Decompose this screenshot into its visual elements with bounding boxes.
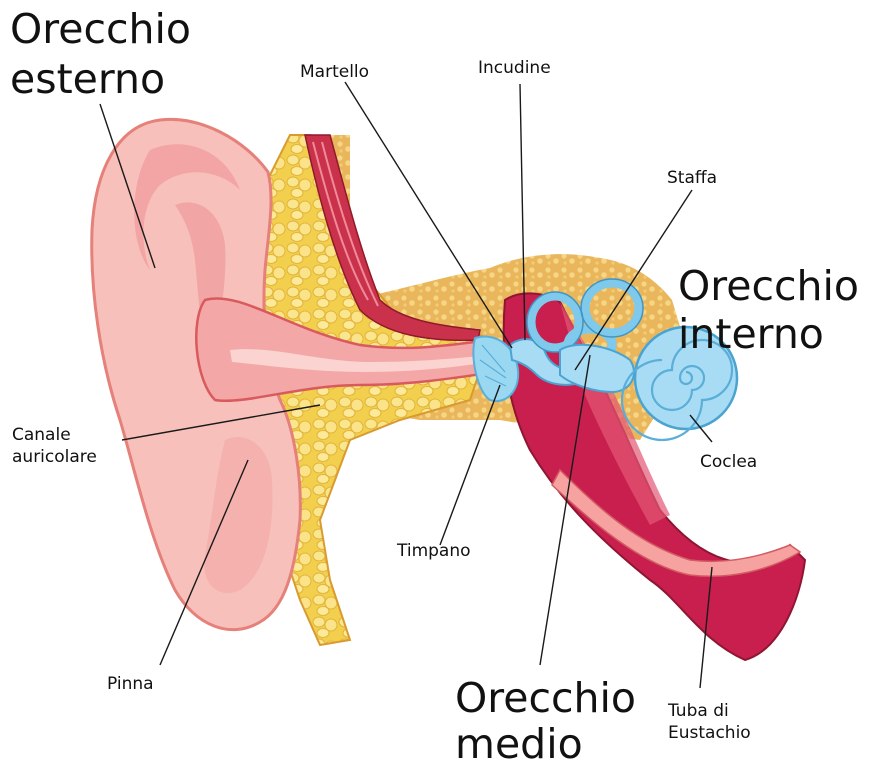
label-martello: Martello xyxy=(300,62,369,82)
region-middle-label: Orecchio medio xyxy=(455,674,636,763)
label-pinna: Pinna xyxy=(107,674,154,694)
region-outer-label: Orecchio esterno xyxy=(10,5,191,103)
label-coclea: Coclea xyxy=(700,452,757,472)
label-timpano: Timpano xyxy=(396,541,471,561)
label-tuba-line1: Tuba di xyxy=(667,701,729,721)
region-middle-line2: medio xyxy=(455,720,583,763)
region-inner-line1: Orecchio xyxy=(678,262,859,310)
label-tuba-line2: Eustachio xyxy=(668,723,751,743)
label-canale-line2: auricolare xyxy=(12,447,97,467)
label-staffa: Staffa xyxy=(667,168,717,188)
label-incudine: Incudine xyxy=(478,58,551,78)
region-outer-line1: Orecchio xyxy=(10,5,191,53)
region-middle-line1: Orecchio xyxy=(455,674,636,722)
label-canale-line1: Canale xyxy=(12,425,71,445)
region-inner-label: Orecchio interno xyxy=(678,262,859,358)
region-outer-line2: esterno xyxy=(10,55,165,103)
region-inner-line2: interno xyxy=(678,310,824,358)
